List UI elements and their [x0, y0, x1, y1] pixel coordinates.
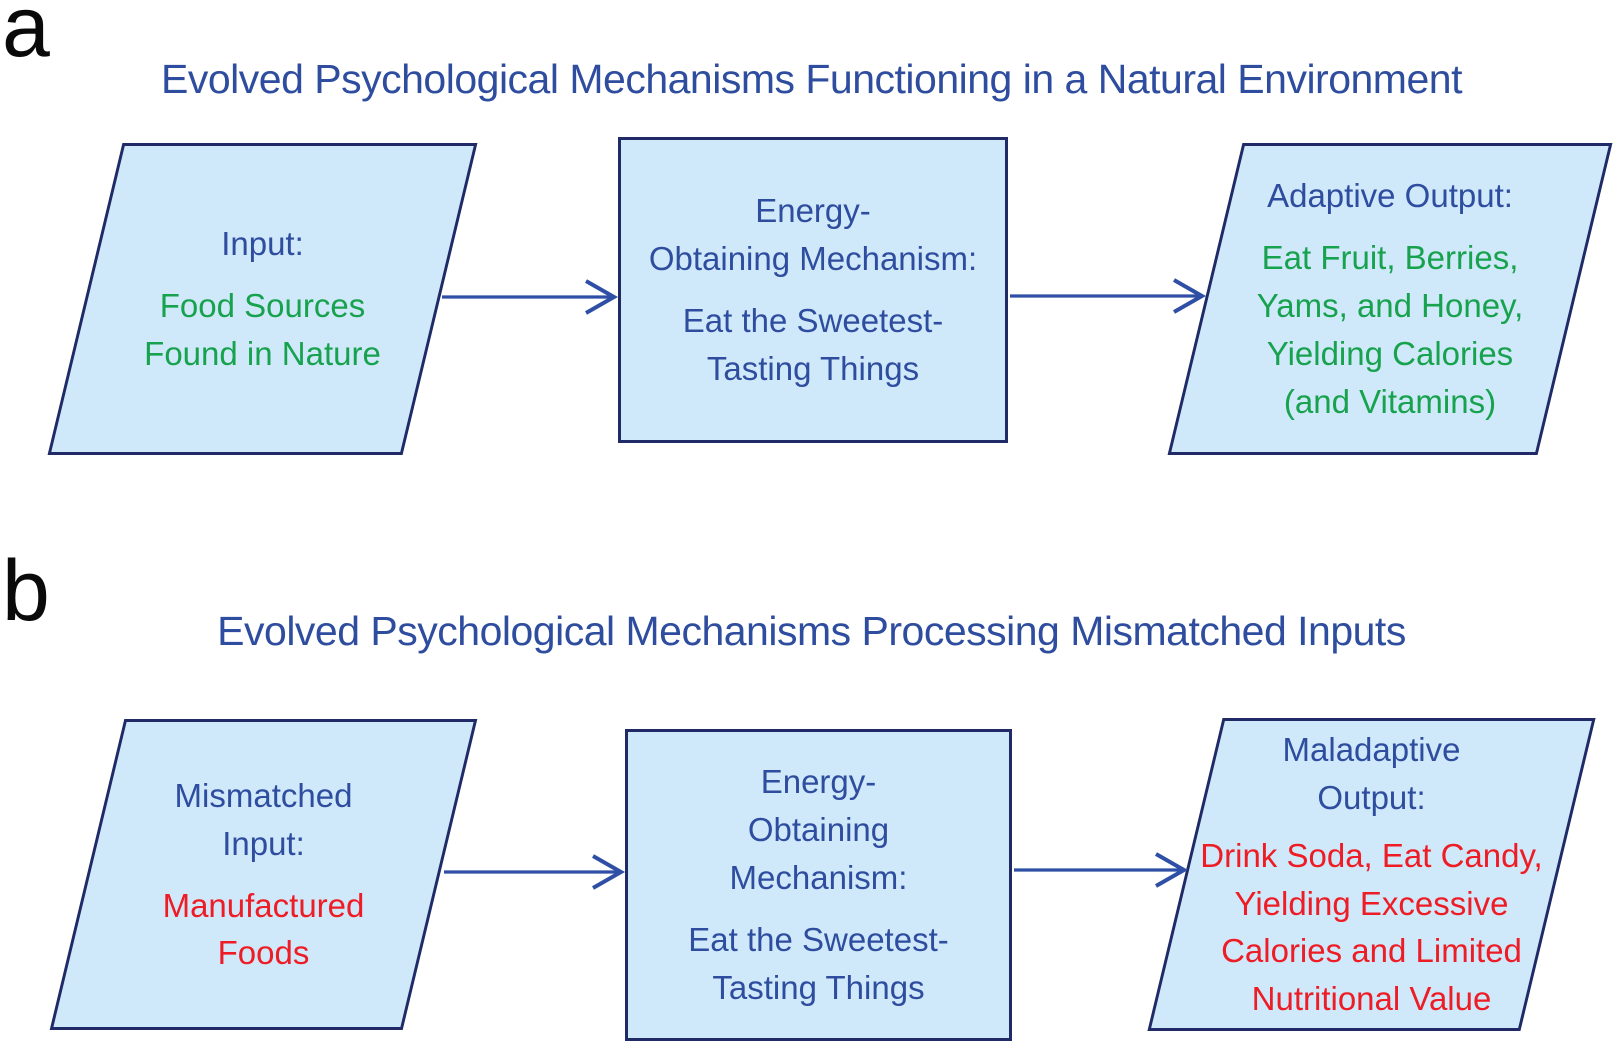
- panel-a-title: Evolved Psychological Mechanisms Functio…: [161, 56, 1462, 102]
- mechanism-body-b: Eat the Sweetest- Tasting Things: [688, 920, 949, 1006]
- output-heading-b: Maladaptive Output:: [1282, 730, 1461, 816]
- mechanism-body-a: Eat the Sweetest- Tasting Things: [682, 302, 944, 387]
- input-parallelogram-b: Mismatched Input: Manufactured Foods: [49, 719, 478, 1030]
- flow-arrow-a-mechanism-to-output: [1010, 278, 1207, 314]
- rectangle-shape: [618, 137, 1008, 443]
- mechanism-heading-b: Energy- Obtaining Mechanism:: [729, 763, 908, 897]
- output-body-b: Drink Soda, Eat Candy, Yielding Excessiv…: [1200, 836, 1543, 1018]
- flow-arrow-a-input-to-mechanism: [442, 279, 619, 315]
- mechanism-box-a: Energy- Obtaining Mechanism: Eat the Swe…: [618, 137, 1008, 443]
- flow-arrow-b-input-to-mechanism: [444, 854, 626, 890]
- output-parallelogram-a: Adaptive Output: Eat Fruit, Berries, Yam…: [1167, 143, 1613, 455]
- output-heading-a: Adaptive Output:: [1267, 177, 1513, 215]
- output-body-a: Eat Fruit, Berries, Yams, and Honey, Yie…: [1256, 239, 1524, 420]
- input-body-a: Food Sources Found in Nature: [144, 287, 381, 372]
- rectangle-shape: [625, 729, 1012, 1041]
- output-parallelogram-b: Maladaptive Output: Drink Soda, Eat Cand…: [1147, 718, 1596, 1031]
- panel-a-label: a: [2, 0, 50, 75]
- input-parallelogram-a: Input: Food Sources Found in Nature: [47, 143, 478, 455]
- flow-arrow-b-mechanism-to-output: [1014, 852, 1189, 888]
- input-heading-b: Mismatched Input:: [174, 776, 353, 862]
- panel-b-label: b: [2, 543, 50, 639]
- mechanism-box-b: Energy- Obtaining Mechanism: Eat the Swe…: [625, 729, 1012, 1041]
- input-body-b: Manufactured Foods: [162, 886, 365, 972]
- mechanism-heading-a: Energy- Obtaining Mechanism:: [648, 192, 978, 278]
- input-heading-a: Input:: [221, 225, 304, 263]
- panel-b-title: Evolved Psychological Mechanisms Process…: [217, 608, 1406, 654]
